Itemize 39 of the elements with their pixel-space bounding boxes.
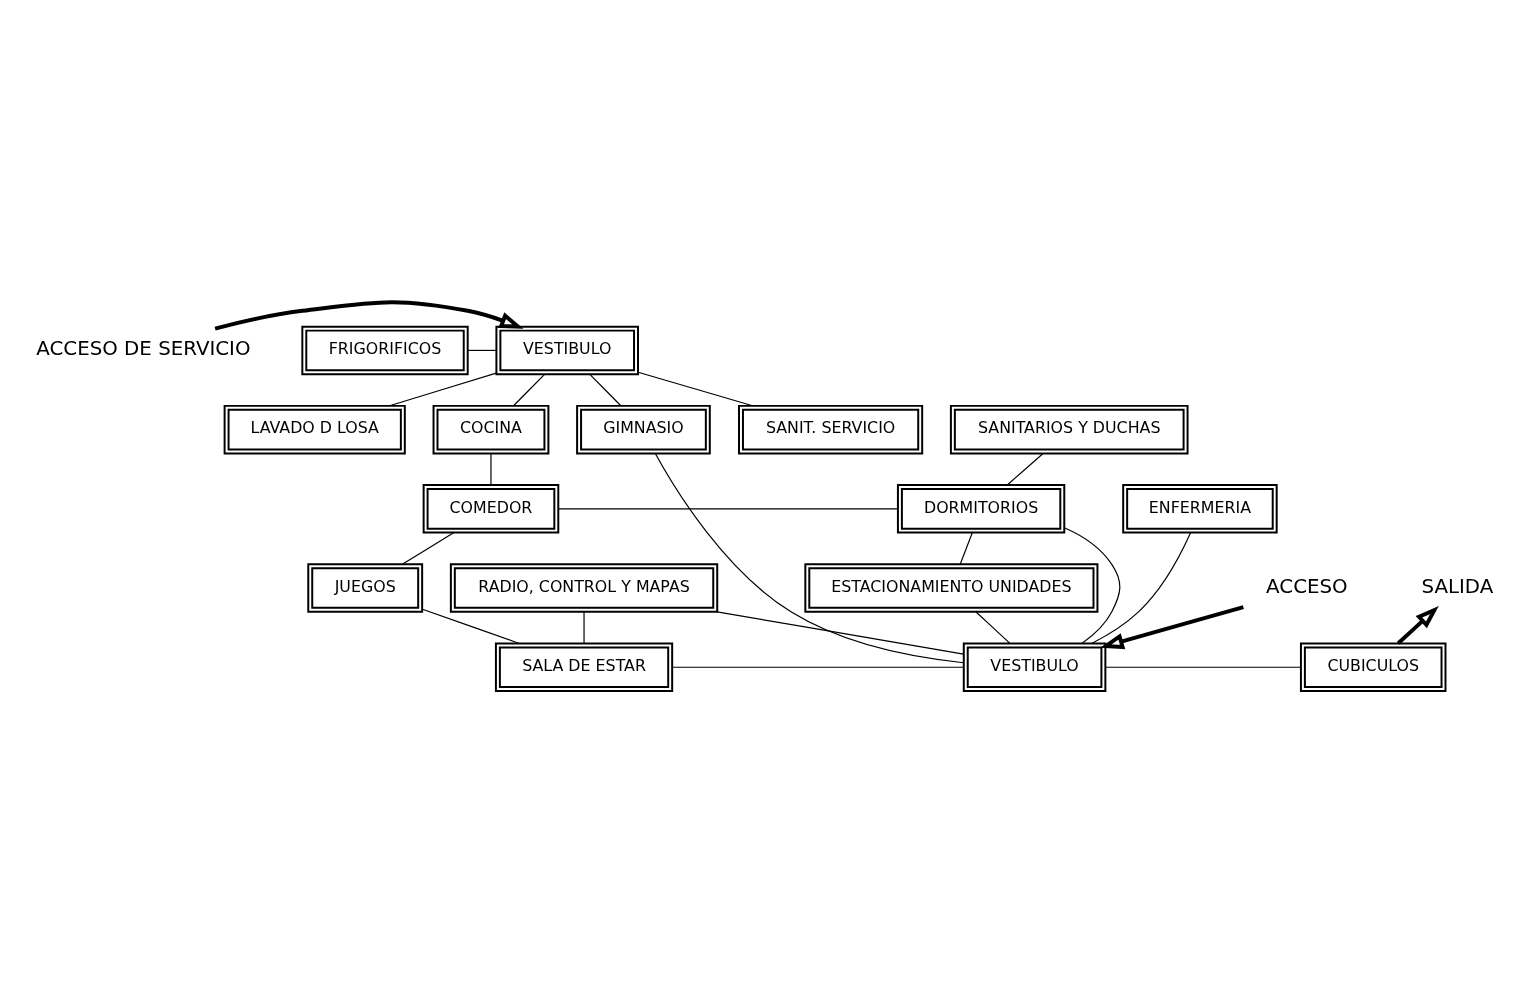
connector <box>1091 531 1192 644</box>
connector <box>975 611 1011 644</box>
node-box: ENFERMERIA <box>1122 483 1278 534</box>
node-box: ESTACIONAMIENTO UNIDADES <box>804 562 1099 613</box>
connector <box>557 507 899 509</box>
node-box: GIMNASIO <box>576 404 711 454</box>
connector <box>1105 666 1302 668</box>
arrow <box>214 299 524 331</box>
connector <box>654 452 965 663</box>
node-box: LAVADO D LOSA <box>223 404 406 454</box>
connector <box>716 610 965 655</box>
node-box: VESTIBULO <box>962 642 1107 692</box>
node-box: DORMITORIOS <box>896 483 1066 534</box>
node-box: CUBICULOS <box>1299 642 1447 692</box>
connector <box>389 372 497 406</box>
node-box: COMEDOR <box>422 483 560 534</box>
connector <box>959 531 973 565</box>
connector <box>1063 526 1121 644</box>
node-box: SANITARIOS Y DUCHAS <box>949 404 1189 454</box>
node-box: COCINA <box>432 404 550 454</box>
connector <box>637 371 754 406</box>
node-box: RADIO, CONTROL Y MAPAS <box>449 562 719 613</box>
node-text: SALIDA <box>1421 574 1494 598</box>
node-text: ACCESO <box>1266 574 1348 598</box>
arrow <box>1396 605 1439 645</box>
connector <box>490 452 492 486</box>
node-box: FRIGORIFICOS <box>301 325 469 375</box>
connector <box>671 666 965 668</box>
arrow <box>1100 604 1244 649</box>
node-box: SALA DE ESTAR <box>494 642 674 692</box>
node-text: ACCESO DE SERVICIO <box>36 336 251 360</box>
connector <box>589 373 622 406</box>
connector <box>402 531 455 565</box>
connector <box>1006 452 1044 486</box>
connector <box>467 349 497 351</box>
connector <box>421 608 521 644</box>
connector <box>583 611 585 644</box>
connector <box>512 373 545 406</box>
node-box: JUEGOS <box>307 562 424 613</box>
